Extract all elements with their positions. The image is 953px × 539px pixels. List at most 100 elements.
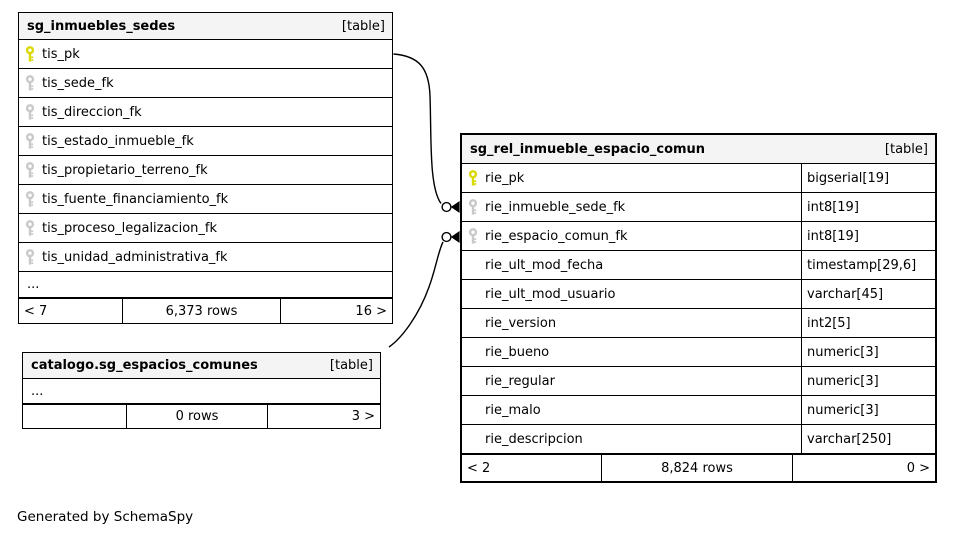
column-name-cell: rie_descripcion [462,425,802,453]
table-footer: < 7 6,373 rows 16 > [19,298,392,323]
row-count: 8,824 rows [602,455,793,481]
column-type: int2[5] [807,315,851,331]
column-name-cell: rie_malo [462,396,802,424]
column-type: varchar[250] [807,431,892,447]
column-type: varchar[45] [807,286,884,302]
table-type-badge: [table] [884,141,928,157]
collapsed-columns-row: ... [19,272,392,298]
foreign-key-icon [25,191,35,207]
foreign-key-icon [25,220,35,236]
column-type: int8[19] [807,228,859,244]
row-count: 0 rows [127,405,268,428]
table-footer: 0 rows 3 > [23,404,380,428]
column-name-cell: rie_espacio_comun_fk [462,222,802,250]
column-type: numeric[3] [807,402,879,418]
hidden-relations-right-count: 3 > [351,409,375,424]
column-type: int8[19] [807,199,859,215]
zero-or-one-dot [441,201,452,213]
primary-key-icon [468,170,478,186]
table-row: rie_malo numeric[3] [462,396,935,425]
table-row: tis_proceso_legalizacion_fk [19,214,392,243]
table-row: rie_descripcion varchar[250] [462,425,935,454]
table-row: tis_estado_inmueble_fk [19,127,392,156]
column-type: timestamp[29,6] [807,257,917,273]
foreign-key-icon [468,228,478,244]
column-name: tis_proceso_legalizacion_fk [42,220,218,236]
column-name-cell: rie_pk [462,164,802,192]
relationship-tis-pk-to-rie-inmueble-sede-fk [393,53,460,213]
table-row: rie_ult_mod_usuario varchar[45] [462,280,935,309]
column-name: rie_inmueble_sede_fk [485,199,626,215]
hidden-relations-right-count: 16 > [355,303,387,319]
column-name: tis_estado_inmueble_fk [42,133,194,149]
table-footer: < 2 8,824 rows 0 > [462,454,935,481]
column-name: rie_descripcion [485,431,583,447]
column-name: rie_espacio_comun_fk [485,228,628,244]
table-row: rie_espacio_comun_fk int8[19] [462,222,935,251]
foreign-key-icon [468,199,478,215]
table-type-badge: [table] [329,357,373,373]
column-name-cell: rie_ult_mod_fecha [462,251,802,279]
primary-key-icon [25,46,35,62]
foreign-key-icon [25,104,35,120]
hidden-relations-left-count: < 7 [19,299,123,323]
table-row: tis_direccion_fk [19,98,392,127]
collapsed-columns-row: ... [23,379,380,404]
column-name: rie_regular [485,373,555,389]
column-name: tis_pk [42,46,80,62]
table-title[interactable]: sg_rel_inmueble_espacio_comun [470,141,706,157]
generator-credit: Generated by SchemaSpy [17,509,194,525]
table-row: rie_version int2[5] [462,309,935,338]
column-name: tis_sede_fk [42,75,114,91]
foreign-key-icon [25,133,35,149]
table-node-catalogo-sg-espacios-comunes[interactable]: catalogo.sg_espacios_comunes [table] ...… [22,352,381,429]
table-header: catalogo.sg_espacios_comunes [table] [23,353,380,379]
column-type: numeric[3] [807,344,879,360]
column-name: tis_unidad_administrativa_fk [42,249,228,265]
table-node-sg-rel-inmueble-espacio-comun[interactable]: sg_rel_inmueble_espacio_comun [table] ri… [460,133,937,483]
table-node-sg-inmuebles-sedes[interactable]: sg_inmuebles_sedes [table] tis_pk tis_se… [18,12,393,324]
table-title[interactable]: catalogo.sg_espacios_comunes [31,357,258,373]
hidden-relations-left-count [23,405,127,428]
column-name: rie_malo [485,402,541,418]
column-name-cell: rie_regular [462,367,802,395]
table-title[interactable]: sg_inmuebles_sedes [27,18,176,34]
table-header: sg_rel_inmueble_espacio_comun [table] [462,135,935,164]
table-row: tis_propietario_terreno_fk [19,156,392,185]
column-name: rie_pk [485,170,525,186]
column-name-cell: rie_bueno [462,338,802,366]
column-name: rie_version [485,315,557,331]
hidden-relations-left-count: < 2 [462,455,602,481]
row-count: 6,373 rows [123,299,281,323]
table-row: rie_pk bigserial[19] [462,164,935,193]
table-row: tis_pk [19,40,392,69]
hidden-relations-right-count: 0 > [906,460,930,476]
column-name-cell: rie_inmueble_sede_fk [462,193,802,221]
column-name: tis_fuente_financiamiento_fk [42,191,229,207]
column-name: tis_direccion_fk [42,104,142,120]
arrowhead [450,201,460,213]
table-row: tis_unidad_administrativa_fk [19,243,392,272]
arrowhead [450,231,460,243]
zero-or-one-dot [441,231,452,243]
column-name: rie_ult_mod_fecha [485,257,604,273]
table-header: sg_inmuebles_sedes [table] [19,13,392,40]
column-name: rie_ult_mod_usuario [485,286,616,302]
column-type: numeric[3] [807,373,879,389]
column-name-cell: rie_version [462,309,802,337]
table-row: tis_fuente_financiamiento_fk [19,185,392,214]
column-name-cell: rie_ult_mod_usuario [462,280,802,308]
foreign-key-icon [25,249,35,265]
table-type-badge: [table] [341,18,385,34]
foreign-key-icon [25,75,35,91]
column-name: tis_propietario_terreno_fk [42,162,208,178]
table-row: tis_sede_fk [19,69,392,98]
table-row: rie_regular numeric[3] [462,367,935,396]
column-name: rie_bueno [485,344,550,360]
table-row: rie_bueno numeric[3] [462,338,935,367]
foreign-key-icon [25,162,35,178]
relationship-catalogo-to-rie-espacio-comun-fk [388,231,460,348]
table-row: rie_ult_mod_fecha timestamp[29,6] [462,251,935,280]
table-row: rie_inmueble_sede_fk int8[19] [462,193,935,222]
